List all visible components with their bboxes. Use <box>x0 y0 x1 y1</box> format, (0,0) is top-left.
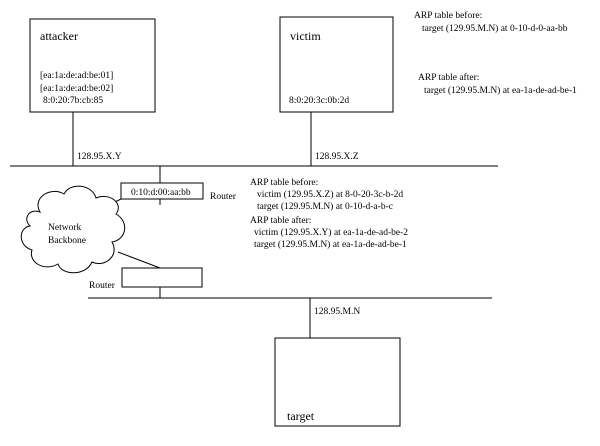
victim-arp-after-entry: target (129.95.M.N) at ea-1a-de-ad-be-1 <box>424 85 577 96</box>
network-backbone-cloud <box>20 185 126 274</box>
router1-arp-after-title: ARP table after: <box>250 215 311 226</box>
victim-arp-before-title: ARP table before: <box>414 10 482 21</box>
victim-arp-before-entry: target (129.95.M.N) at 0-10-d-0-aa-bb <box>422 23 568 34</box>
router1-arp-before-title: ARP table before: <box>250 177 318 188</box>
router2-label: Router <box>89 281 116 291</box>
router1-arp-after-entry-1: victim (129.95.X.Y) at ea-1a-de-ad-be-2 <box>254 227 408 238</box>
router1-label: Router <box>210 192 237 202</box>
attacker-mac-2: [ea:1a:de:ad:be:02] <box>40 84 113 94</box>
router1-arp-before-entry-1: victim (129.95.X.Z) at 8-0-20-3c-b-2d <box>257 189 403 200</box>
router1-arp-before-entry-2: target (129.95.M.N) at 0-10-d-a-b-c <box>257 201 393 212</box>
router1-mac: 0:10:d:00:aa:bb <box>131 188 191 198</box>
victim-ip: 128.95.X.Z <box>315 152 359 162</box>
victim-label: victim <box>290 29 321 43</box>
attacker-host-box <box>29 18 156 113</box>
victim-arp-after-title: ARP table after: <box>418 72 479 83</box>
cloud-label-line2: Backbone <box>48 236 86 246</box>
cloud-label-line1: Network <box>48 223 81 233</box>
attacker-ip: 128.95.X.Y <box>77 152 122 162</box>
attacker-label: attacker <box>40 29 78 43</box>
target-ip: 128.95.M.N <box>314 307 360 317</box>
target-host-box <box>274 337 401 427</box>
router2-box <box>121 267 203 288</box>
router1-arp-after-entry-2: target (129.95.M.N) at ea-1a-de-ad-be-1 <box>254 239 407 250</box>
target-label: target <box>287 409 315 423</box>
router1-box <box>120 182 204 200</box>
backbone-to-router2-line <box>117 251 161 269</box>
attacker-mac-1: [ea:1a:de:ad:be:01] <box>40 71 113 81</box>
attacker-own-mac: 8:0:20:7b:cb:85 <box>43 96 103 106</box>
victim-own-mac: 8:0:20:3c:0b:2d <box>289 96 349 106</box>
victim-host-box <box>279 16 394 113</box>
